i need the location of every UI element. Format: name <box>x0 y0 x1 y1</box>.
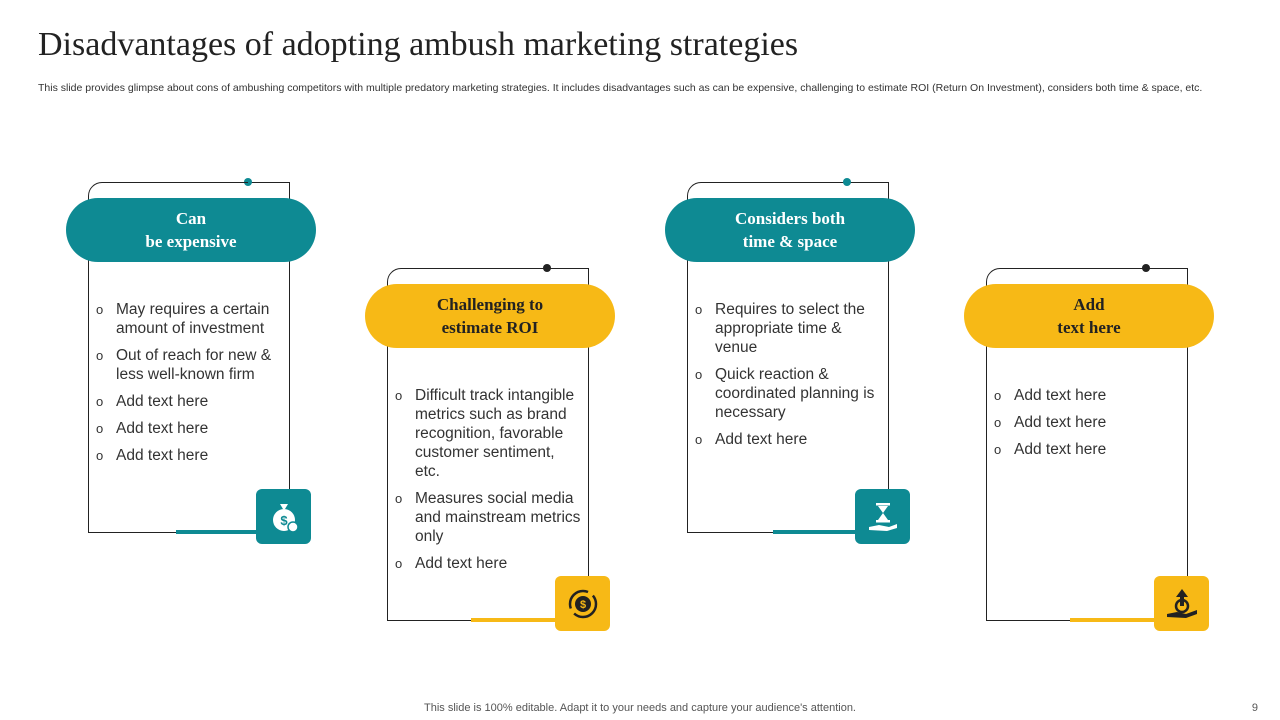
card-heading: Considers both time & space <box>665 198 915 262</box>
growth-hand-icon <box>1154 576 1209 631</box>
bullet-list: Add text here Add text here Add text her… <box>994 386 1182 467</box>
bullet-list: Difficult track intangible metrics such … <box>395 386 583 581</box>
card-heading: Challenging to estimate ROI <box>365 284 615 348</box>
slide-title: Disadvantages of adopting ambush marketi… <box>38 26 799 63</box>
dollar-cycle-icon: $ <box>555 576 610 631</box>
list-item: Add text here <box>994 386 1182 405</box>
card-can-be-expensive: Can be expensive May requires a certain … <box>66 178 316 622</box>
bullet-list: May requires a certain amount of investm… <box>96 300 284 473</box>
list-item: Requires to select the appropriate time … <box>695 300 883 357</box>
list-item: Measures social media and mainstream met… <box>395 489 583 546</box>
list-item: Add text here <box>994 440 1182 459</box>
list-item: Add text here <box>395 554 583 573</box>
list-item: Out of reach for new & less well-known f… <box>96 346 284 384</box>
list-item: Difficult track intangible metrics such … <box>395 386 583 481</box>
list-item: Add text here <box>695 430 883 449</box>
card-time-space: Considers both time & space Requires to … <box>665 178 915 622</box>
bullet-list: Requires to select the appropriate time … <box>695 300 883 457</box>
page-number: 9 <box>1251 702 1258 714</box>
connector-dot <box>1142 264 1150 272</box>
card-challenging-roi: Challenging to estimate ROI Difficult tr… <box>365 264 615 708</box>
list-item: Add text here <box>96 419 284 438</box>
card-heading: Add text here <box>964 284 1214 348</box>
svg-text:$: $ <box>280 513 288 528</box>
list-item: May requires a certain amount of investm… <box>96 300 284 338</box>
money-bag-icon: $ <box>256 489 311 544</box>
slide-subtitle: This slide provides glimpse about cons o… <box>38 82 1203 94</box>
card-add-text: Add text here Add text here Add text her… <box>964 264 1214 708</box>
footer-note: This slide is 100% editable. Adapt it to… <box>424 702 856 714</box>
connector-dot <box>543 264 551 272</box>
list-item: Add text here <box>994 413 1182 432</box>
card-heading: Can be expensive <box>66 198 316 262</box>
list-item: Add text here <box>96 392 284 411</box>
hourglass-hand-icon <box>855 489 910 544</box>
list-item: Add text here <box>96 446 284 465</box>
svg-text:$: $ <box>579 599 585 611</box>
connector-dot <box>843 178 851 186</box>
list-item: Quick reaction & coordinated planning is… <box>695 365 883 422</box>
connector-dot <box>244 178 252 186</box>
